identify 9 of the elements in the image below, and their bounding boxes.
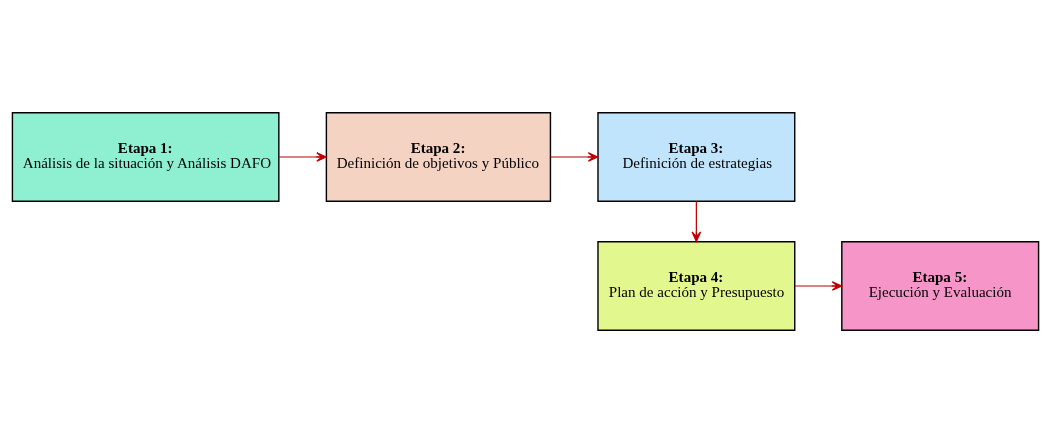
arrow <box>278 151 327 162</box>
arrow <box>549 151 599 162</box>
node-box: Etapa 1: Análisis de la situación y Análisis DAFO <box>11 111 280 202</box>
node-box: Etapa 2: Definición de objetivos y Público <box>325 111 552 202</box>
arrow <box>691 200 702 242</box>
arrow <box>794 280 843 291</box>
node-box: Etapa 4: Plan de acción y Presupuesto <box>597 240 796 331</box>
node-box: Etapa 3: Definición de estrategias <box>597 111 796 202</box>
node-box: Etapa 5: Ejecución y Evaluación <box>841 240 1040 331</box>
